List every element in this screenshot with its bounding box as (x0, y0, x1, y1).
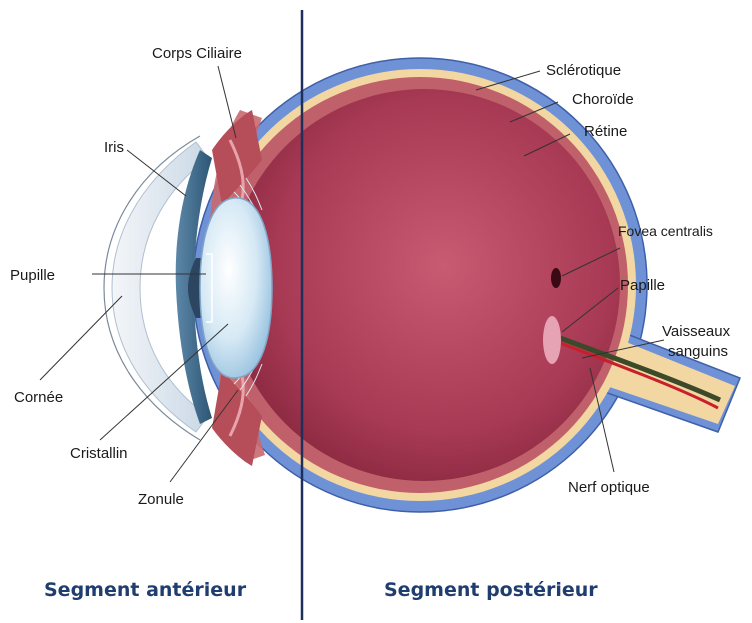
label-papille: Papille (620, 277, 665, 294)
papilla (543, 316, 561, 364)
label-iris: Iris (104, 139, 124, 156)
label-fovea-centralis: Fovea centralis (618, 223, 713, 239)
label-retine: Rétine (584, 123, 627, 140)
label-cornee: Cornée (14, 389, 63, 406)
label-nerf-optique: Nerf optique (568, 479, 650, 496)
fovea (551, 268, 561, 288)
label-pupille: Pupille (10, 267, 55, 284)
label-cristallin: Cristallin (70, 445, 128, 462)
label-choroide: Choroïde (572, 91, 634, 108)
label-sanguins: sanguins (668, 343, 728, 360)
label-zonule: Zonule (138, 491, 184, 508)
label-vaisseaux: Vaisseaux (662, 323, 731, 340)
lens (200, 198, 272, 378)
segment-posterior-title: Segment postérieur (384, 579, 598, 601)
label-sclerotique: Sclérotique (546, 62, 621, 79)
label-corps-ciliaire: Corps Ciliaire (152, 45, 242, 62)
segment-anterior-title: Segment antérieur (44, 579, 247, 601)
vitreous-body (228, 89, 620, 481)
